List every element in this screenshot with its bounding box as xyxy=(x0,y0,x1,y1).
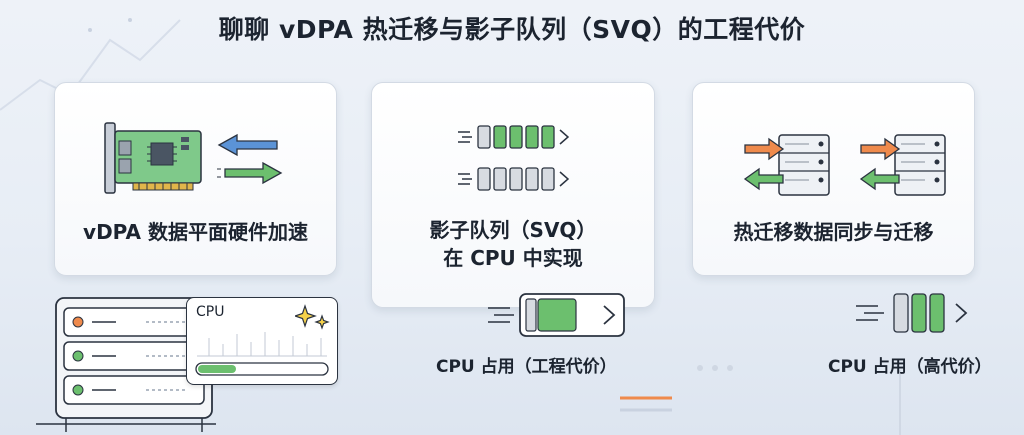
server-migration-icon xyxy=(743,134,830,196)
card-label-hw-accel: vDPA 数据平面硬件加速 xyxy=(83,220,308,244)
card-hw-accel: vDPA 数据平面硬件加速 xyxy=(54,82,337,276)
battery-gauge-icon xyxy=(488,293,625,337)
queue-icon xyxy=(458,167,570,191)
nic-card-icon xyxy=(104,122,202,194)
card-label-svq-line1: 影子队列（SVQ） xyxy=(429,218,597,242)
queue-icon xyxy=(856,293,968,333)
cpu-usage-fill xyxy=(198,365,236,373)
queue-icon xyxy=(458,125,570,149)
cpu-usage-panel: CPU xyxy=(186,297,338,385)
server-migration-icon xyxy=(859,134,946,196)
cpu-history-grid xyxy=(197,332,327,357)
cpu-label: CPU xyxy=(196,304,225,320)
bidirectional-arrows-icon xyxy=(217,133,283,185)
card-label-svq-line2: 在 CPU 中实现 xyxy=(443,246,583,270)
caption-right: CPU 占用（高代价） xyxy=(828,357,992,377)
card-svq: 影子队列（SVQ） 在 CPU 中实现 xyxy=(371,82,655,308)
caption-middle: CPU 占用（工程代价） xyxy=(436,357,617,377)
server-icon xyxy=(36,297,216,432)
page-title: 聊聊 vDPA 热迁移与影子队列（SVQ）的工程代价 xyxy=(218,15,806,44)
sparkle-icon xyxy=(295,304,330,330)
card-label-migration: 热迁移数据同步与迁移 xyxy=(733,220,934,244)
card-migration: 热迁移数据同步与迁移 xyxy=(692,82,975,276)
cpu-usage-bar xyxy=(195,362,329,376)
